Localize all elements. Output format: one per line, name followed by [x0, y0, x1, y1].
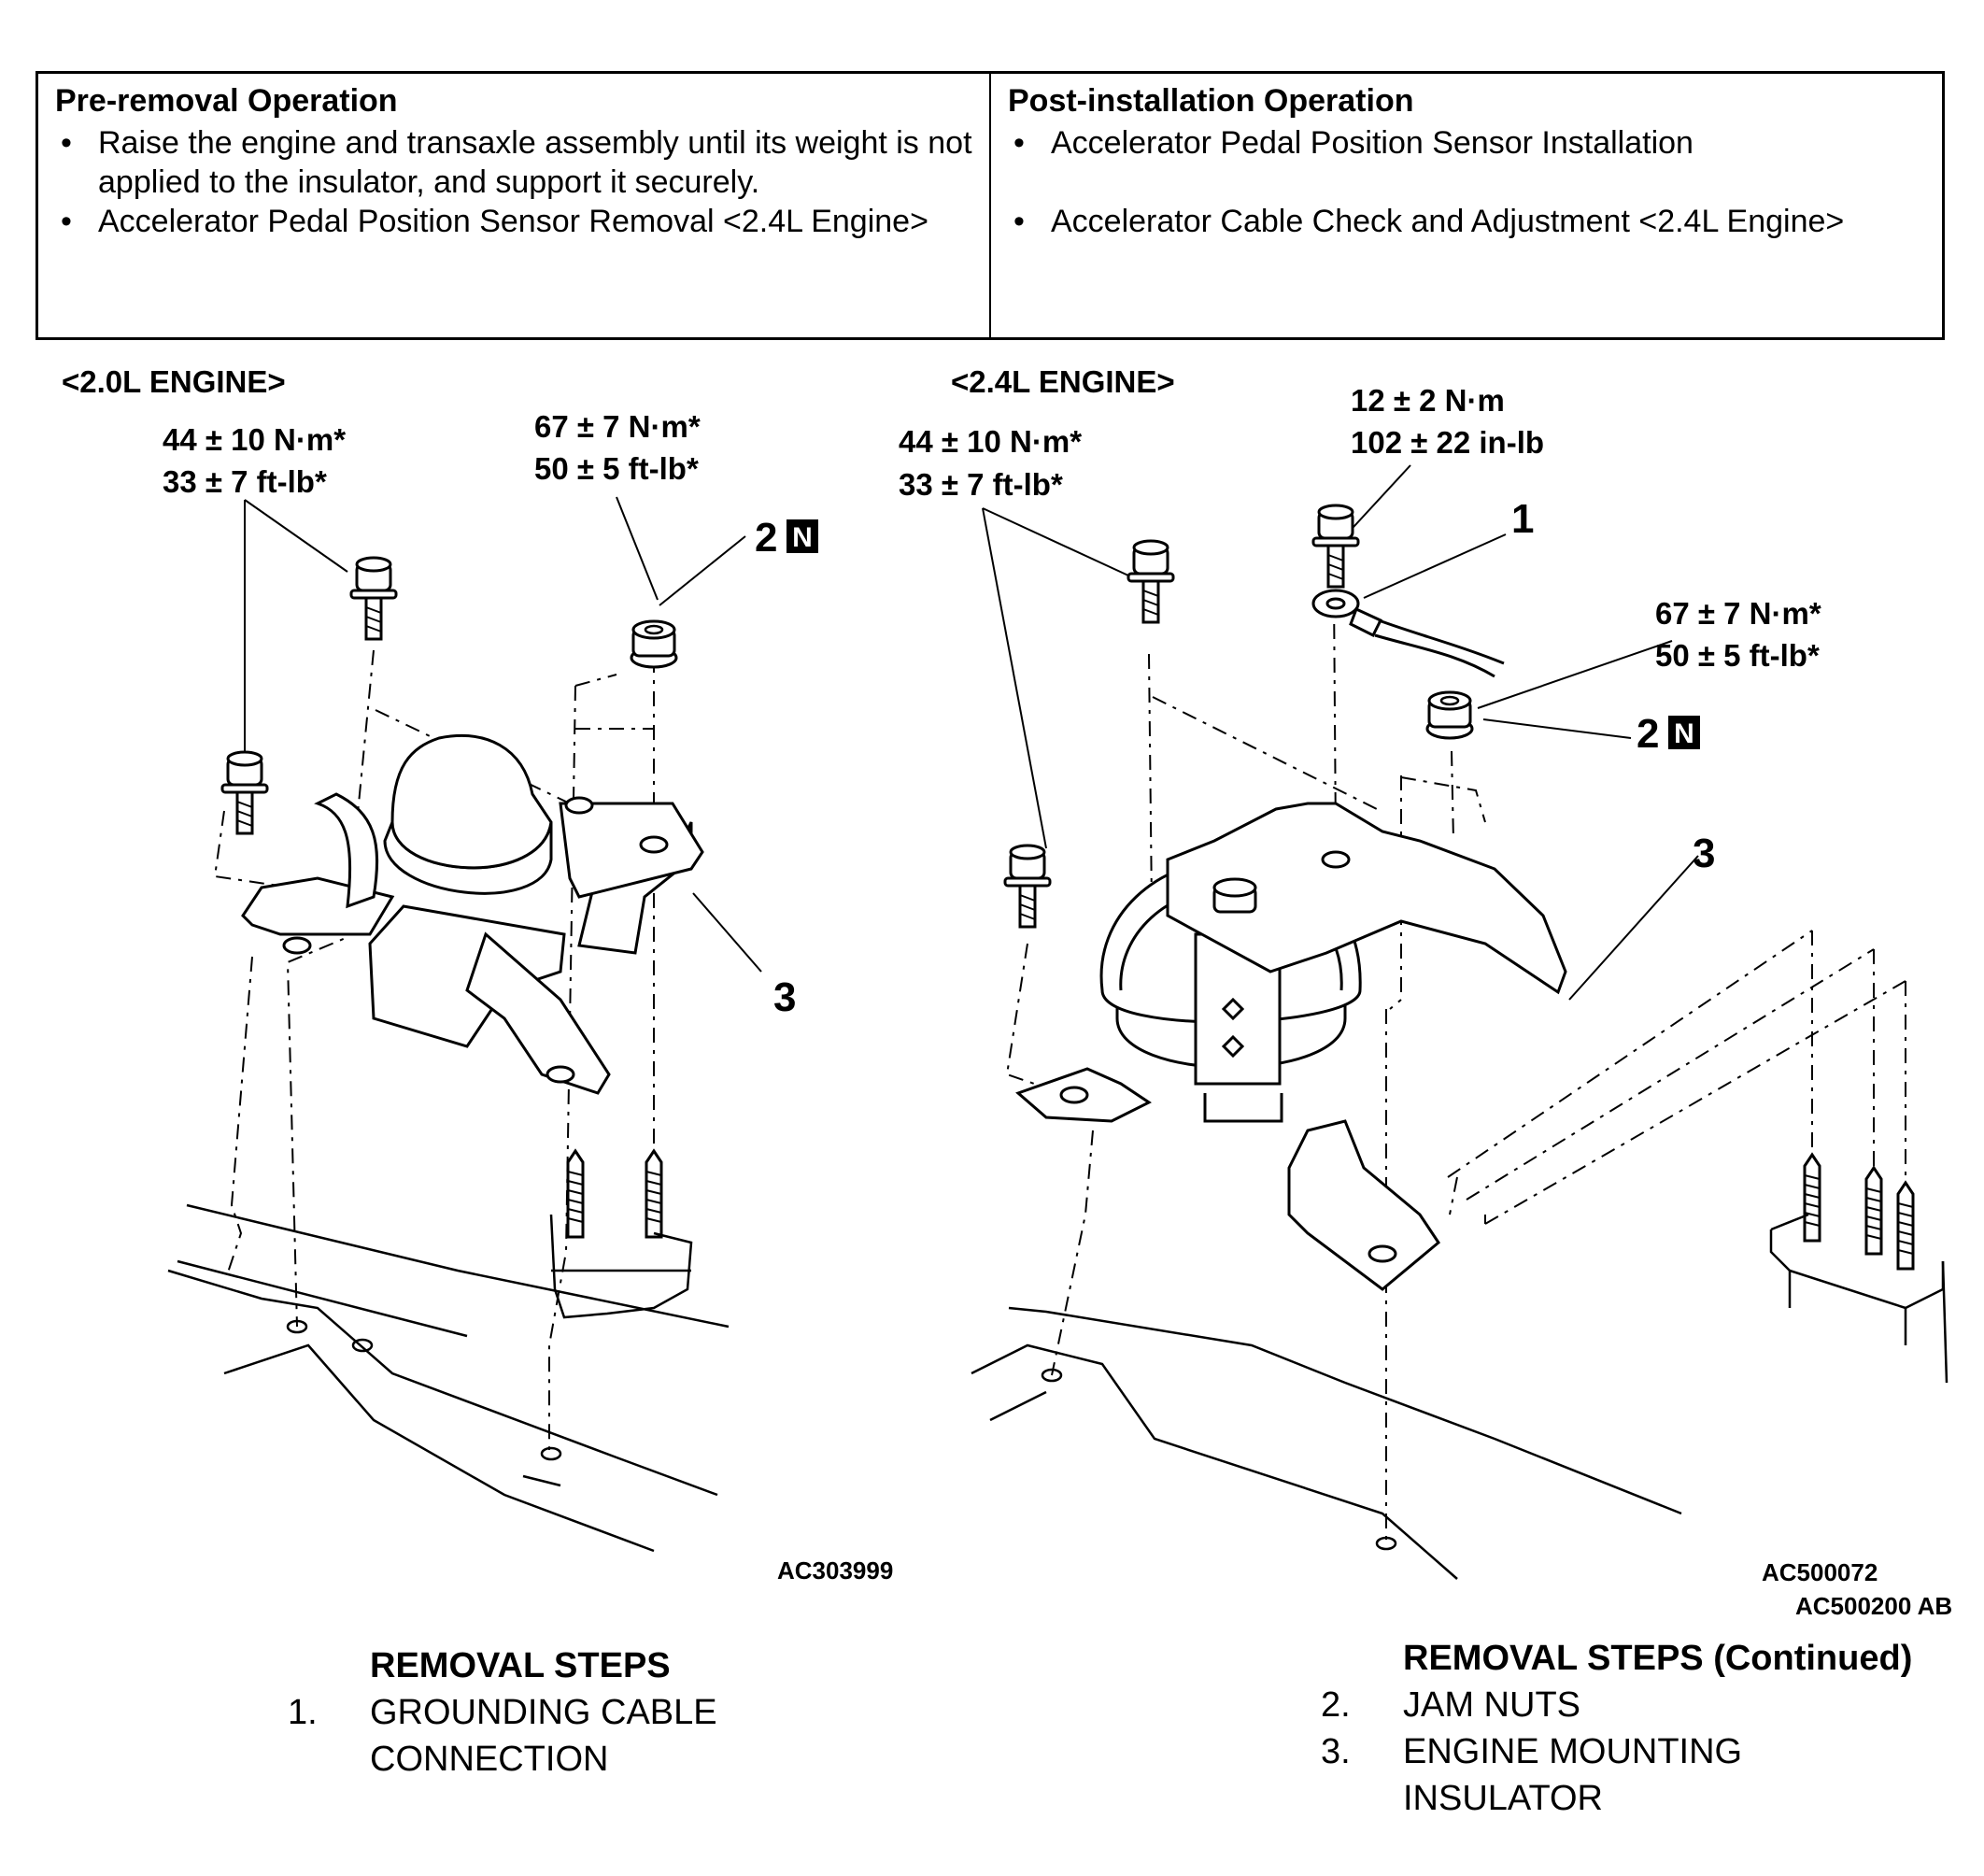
stud-icon — [1896, 1181, 1915, 1271]
stud-icon — [645, 1149, 663, 1239]
left-diagram: <2.0L ENGINE> 44 ± 10 N·m* 33 ± 7 ft-lb*… — [62, 364, 893, 1585]
bolt-icon — [1311, 504, 1360, 589]
stud-icon — [566, 1149, 585, 1239]
right-torque-a-line1: 44 ± 10 N·m* — [899, 424, 1082, 459]
right-torque-b-line1: 67 ± 7 N·m* — [1655, 596, 1821, 631]
removal-step: 1. GROUNDING CABLE CONNECTION — [288, 1689, 818, 1783]
step-number: 2. — [1321, 1685, 1351, 1725]
removal-step: 2. JAM NUTS — [1321, 1682, 1912, 1728]
left-callout-3: 3 — [773, 974, 796, 1020]
removal-steps-continued: REMOVAL STEPS (Continued) 2. JAM NUTS 3.… — [1321, 1635, 1912, 1822]
grounding-cable-icon — [1311, 589, 1505, 678]
right-engine-label: <2.4L ENGINE> — [951, 364, 1175, 399]
post-installation-title: Post-installation Operation — [1008, 83, 1414, 119]
post-installation-operation: Post-installation Operation Accelerator … — [989, 74, 1942, 337]
bolt-icon — [1003, 844, 1052, 929]
step-text: JAM NUTS — [1403, 1685, 1580, 1725]
step-number: 1. — [288, 1693, 318, 1732]
right-torque-c-line2: 102 ± 22 in-lb — [1351, 425, 1544, 460]
left-frame-icon — [167, 1203, 730, 1553]
removal-steps-title: REMOVAL STEPS — [370, 1646, 671, 1685]
stud-icon — [1864, 1166, 1883, 1256]
bolt-icon — [1127, 539, 1175, 624]
right-torque-b-line2: 50 ± 5 ft-lb* — [1655, 638, 1820, 673]
right-insulator-icon — [1015, 802, 1567, 1291]
left-torque-b-line1: 67 ± 7 N·m* — [534, 409, 701, 444]
right-torque-a-line2: 33 ± 7 ft-lb* — [899, 467, 1063, 502]
pre-removal-title: Pre-removal Operation — [55, 83, 398, 119]
pre-removal-operation: Pre-removal Operation Raise the engine a… — [38, 74, 989, 337]
right-callout-2: 2 — [1637, 711, 1659, 757]
removal-step: 3. ENGINE MOUNTING INSULATOR — [1321, 1728, 1912, 1822]
stud-icon — [1803, 1153, 1821, 1243]
left-badge-letter: N — [792, 522, 813, 553]
left-torque-b-line2: 50 ± 5 ft-lb* — [534, 451, 699, 486]
new-part-badge — [1668, 716, 1700, 749]
step-text: GROUNDING CABLE CONNECTION — [370, 1693, 717, 1779]
post-installation-item: Accelerator Pedal Position Sensor Instal… — [1008, 123, 1925, 163]
right-figure-code-1: AC500072 — [1762, 1558, 1878, 1586]
left-insulator-icon — [241, 734, 704, 1095]
post-installation-item: Accelerator Cable Check and Adjustment <… — [1008, 202, 1925, 241]
pre-removal-item: Accelerator Pedal Position Sensor Remova… — [55, 202, 972, 241]
left-torque-a-line1: 44 ± 10 N·m* — [163, 422, 346, 457]
right-frame-icon — [971, 1213, 1949, 1580]
right-callout-3: 3 — [1693, 831, 1715, 876]
right-figure-code-2: AC500200 AB — [1795, 1592, 1952, 1620]
removal-steps-continued-title: REMOVAL STEPS (Continued) — [1403, 1639, 1913, 1678]
left-callout-2: 2 — [755, 515, 777, 561]
right-diagram: <2.4L ENGINE> 44 ± 10 N·m* 33 ± 7 ft-lb*… — [899, 364, 1952, 1620]
post-installation-list: Accelerator Pedal Position Sensor Instal… — [1008, 123, 1925, 241]
step-number: 3. — [1321, 1732, 1351, 1771]
left-engine-label: <2.0L ENGINE> — [62, 364, 286, 399]
operations-table: Pre-removal Operation Raise the engine a… — [35, 71, 1945, 340]
pre-removal-item: Raise the engine and transaxle assembly … — [55, 123, 972, 202]
removal-steps: REMOVAL STEPS 1. GROUNDING CABLE CONNECT… — [288, 1642, 818, 1783]
bolt-icon — [220, 750, 269, 835]
left-torque-a-line2: 33 ± 7 ft-lb* — [163, 464, 327, 499]
pre-removal-list: Raise the engine and transaxle assembly … — [55, 123, 972, 241]
jam-nut-icon — [630, 619, 678, 669]
right-callout-1: 1 — [1511, 496, 1534, 542]
left-figure-code: AC303999 — [777, 1556, 893, 1585]
new-part-badge — [787, 519, 818, 553]
jam-nut-icon — [1425, 690, 1474, 740]
right-torque-c-line1: 12 ± 2 N·m — [1351, 383, 1505, 418]
step-text: ENGINE MOUNTING INSULATOR — [1403, 1732, 1743, 1818]
right-badge-letter: N — [1674, 718, 1694, 749]
bolt-icon — [349, 556, 398, 641]
